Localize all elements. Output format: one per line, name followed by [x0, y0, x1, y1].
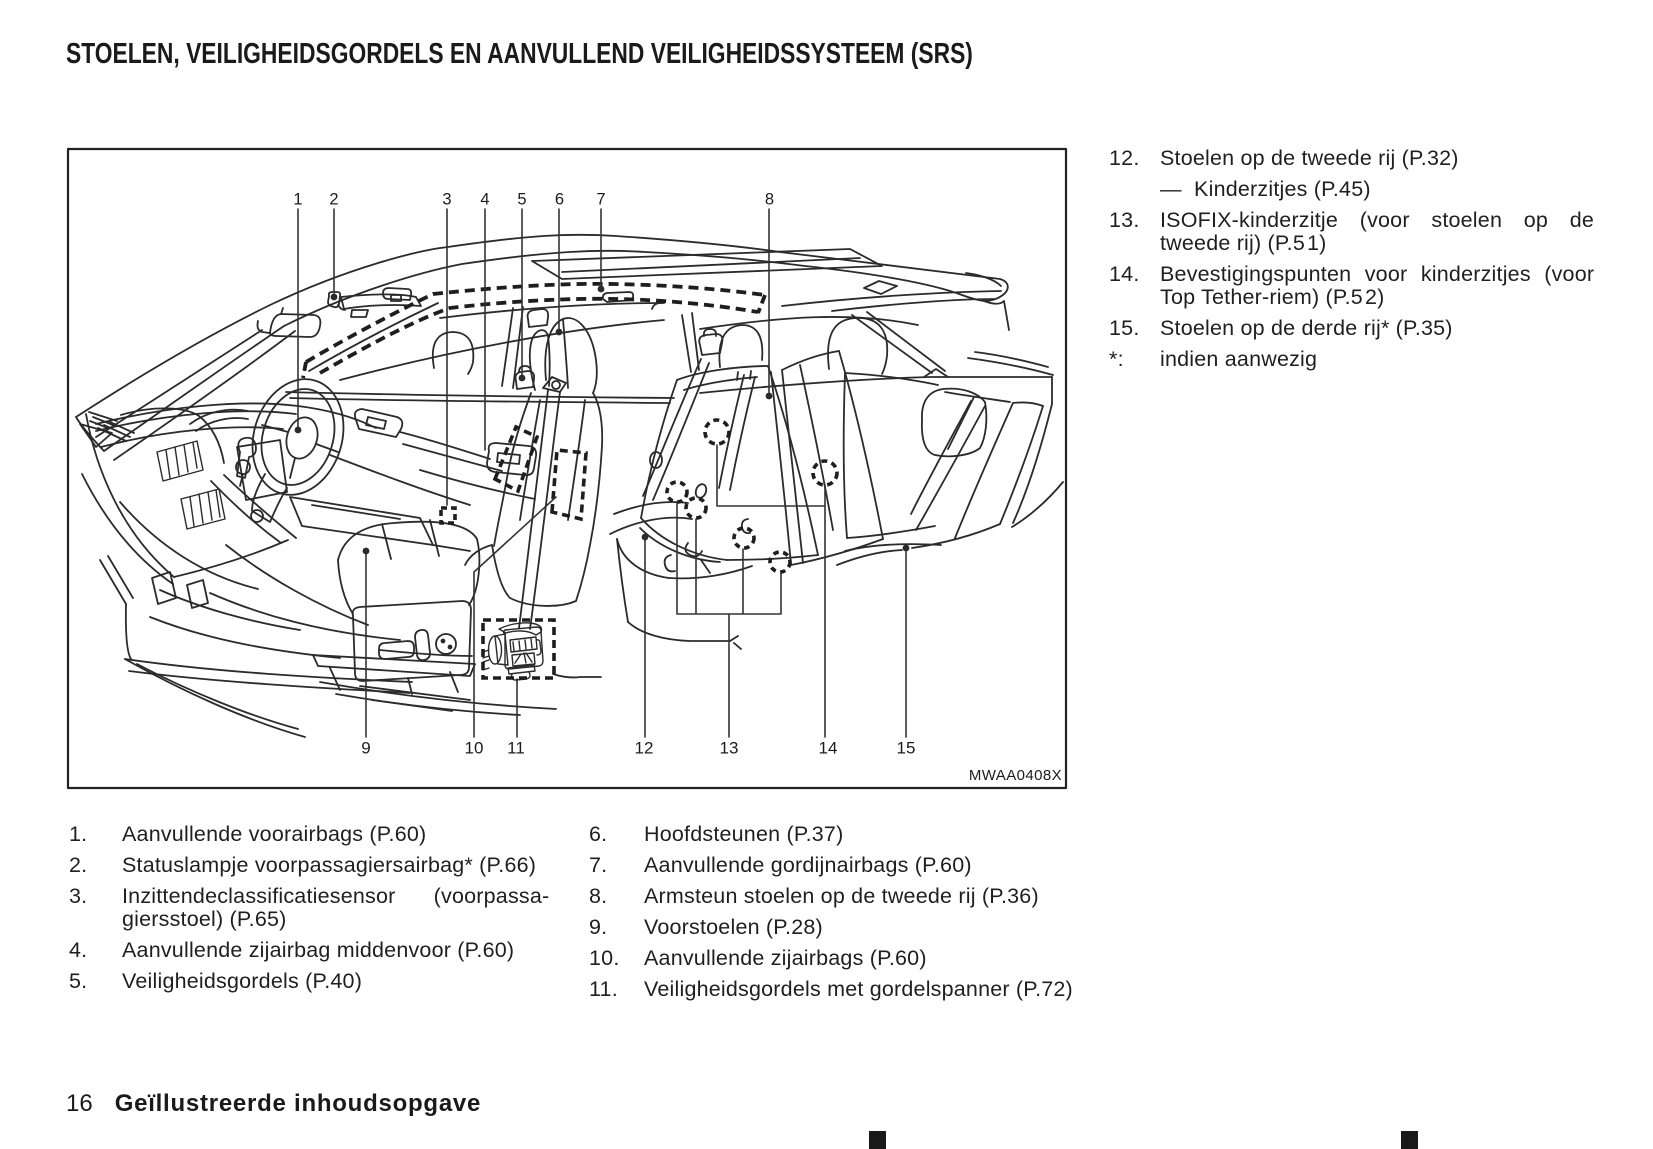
svg-text:13: 13: [720, 739, 739, 758]
svg-text:6: 6: [555, 191, 564, 209]
svg-text:5: 5: [517, 191, 526, 209]
svg-text:11: 11: [507, 739, 525, 758]
svg-text:12: 12: [635, 739, 654, 758]
svg-text:3: 3: [442, 191, 451, 209]
svg-text:7: 7: [596, 191, 605, 209]
svg-text:9: 9: [361, 739, 370, 758]
svg-text:14: 14: [819, 739, 838, 758]
svg-text:10: 10: [465, 739, 484, 758]
svg-text:4: 4: [480, 191, 489, 209]
svg-text:2: 2: [329, 191, 338, 209]
svg-text:8: 8: [765, 191, 774, 209]
svg-text:1: 1: [293, 191, 302, 209]
svg-text:15: 15: [897, 739, 916, 758]
svg-text:MWAA0408X: MWAA0408X: [969, 767, 1062, 784]
